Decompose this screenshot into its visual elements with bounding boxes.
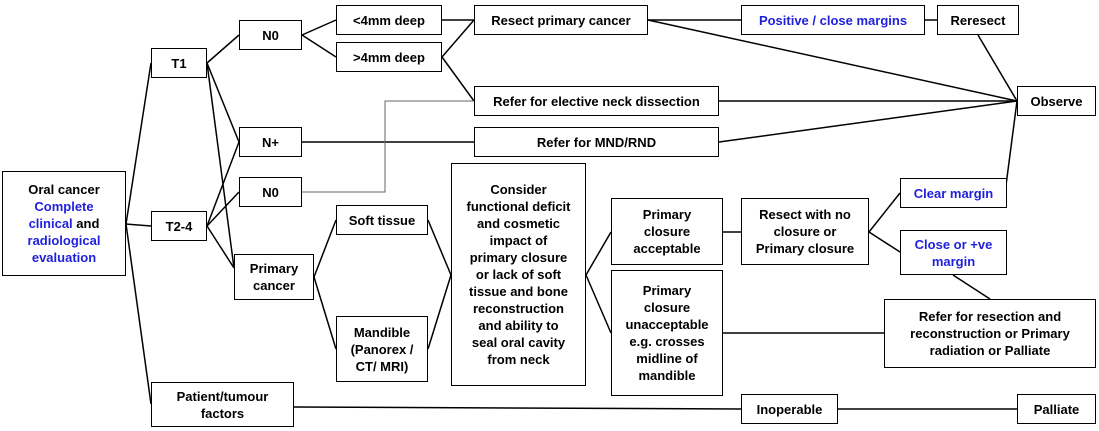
- clinical-label: clinical: [28, 216, 73, 231]
- clear-margin-node: Clear margin: [900, 178, 1007, 208]
- patient-tumour-to-inoperable-edge: [293, 406, 742, 410]
- reresect-node: Reresect: [937, 5, 1019, 35]
- primary-cancer-node: Primary cancer: [234, 254, 314, 300]
- consider-line1: Consider: [490, 182, 547, 197]
- refer-resection-node: Refer for resection and reconstruction o…: [884, 299, 1096, 368]
- refer-resection-line2: reconstruction or Primary: [910, 326, 1070, 341]
- clear-margin-to-observe-edge: [1004, 100, 1018, 194]
- consider-node: Consider functional deficit and cosmetic…: [451, 163, 586, 386]
- closure-acceptable-line2: closure: [643, 224, 691, 239]
- t2-4-node: T2-4: [151, 211, 207, 241]
- close-margin-line2: margin: [931, 253, 976, 269]
- consider-to-closure-unacceptable-edge: [585, 274, 612, 334]
- primary-cancer-to-mandible-edge: [313, 276, 337, 350]
- close-margin-to-refer-resection-edge: [952, 274, 991, 300]
- consider-line9: and ability to: [478, 318, 559, 333]
- oral-cancer-to-patient-tumour-edge: [125, 223, 152, 405]
- mandible-line1: Mandible: [353, 324, 411, 340]
- t2-4-to-n-plus-edge: [206, 141, 240, 227]
- n-plus-node: N+: [239, 127, 302, 157]
- primary-cancer-to-soft-tissue-edge: [313, 219, 337, 278]
- close-margin-node: Close or +ve margin: [900, 230, 1007, 275]
- mandible-line2: (Panorex /: [350, 341, 414, 357]
- n0-top-node: N0: [239, 20, 302, 50]
- n0-mid-node: N0: [239, 177, 302, 207]
- primary-cancer-line1: Primary: [249, 261, 299, 276]
- t2-4-to-primary-cancer-edge: [206, 225, 235, 269]
- consider-line8: reconstruction: [472, 301, 564, 316]
- resect-no-closure-node: Resect with no closure or Primary closur…: [741, 198, 869, 265]
- closure-unacceptable-line1: Primary: [642, 283, 692, 298]
- resect-primary-node: Resect primary cancer: [474, 5, 648, 35]
- t2-4-to-n0-mid-edge: [206, 191, 240, 227]
- consider-line6: or lack of soft: [475, 267, 562, 282]
- oral-cancer-to-t1-edge: [125, 62, 152, 225]
- patient-tumour-line1: Patient/tumour: [176, 388, 269, 404]
- soft-tissue-to-consider-edge: [427, 219, 452, 276]
- resect-primary-to-observe-edge: [647, 19, 1018, 102]
- refer-resection-line1: Refer for resection and: [918, 309, 1062, 324]
- consider-line10: seal oral cavity: [471, 335, 566, 350]
- closure-acceptable-line1: Primary: [642, 207, 692, 222]
- closure-acceptable-line3: acceptable: [633, 241, 701, 256]
- and-label: and: [76, 216, 100, 231]
- oral-cancer-to-t2-4-edge: [125, 223, 152, 227]
- observe-node: Observe: [1017, 86, 1096, 116]
- reresect-to-observe-edge: [977, 34, 1018, 102]
- closure-unacceptable-node: Primary closure unacceptable e.g. crosse…: [611, 270, 723, 396]
- resect-no-closure-line2: closure or: [773, 224, 837, 239]
- gt4mm-to-resect-primary-edge: [441, 19, 475, 58]
- closure-unacceptable-line6: mandible: [638, 368, 696, 383]
- palliate-node: Palliate: [1017, 394, 1096, 424]
- t1-to-n-plus-edge: [206, 62, 240, 143]
- lt-4mm-node: <4mm deep: [336, 5, 442, 35]
- oral-cancer-label: Oral cancer: [28, 182, 100, 197]
- t1-node: T1: [151, 48, 207, 78]
- inoperable-node: Inoperable: [741, 394, 838, 424]
- resect-no-closure-line3: Primary closure: [755, 241, 855, 256]
- t1-to-n0-top-edge: [206, 34, 240, 64]
- evaluation-label: evaluation: [31, 250, 97, 265]
- resect-no-closure-line1: Resect with no: [759, 207, 851, 222]
- gt-4mm-node: >4mm deep: [336, 42, 442, 72]
- consider-to-closure-acceptable-edge: [585, 231, 612, 276]
- gt4mm-to-refer-elective-edge: [441, 56, 475, 102]
- refer-mnd-rnd-node: Refer for MND/RND: [474, 127, 719, 157]
- mandible-to-consider-edge: [427, 274, 452, 350]
- closure-unacceptable-line5: midline of: [636, 351, 698, 366]
- patient-tumour-node: Patient/tumour factors: [151, 382, 294, 427]
- close-margin-line1: Close or +ve: [914, 236, 993, 252]
- n0-mid-to-refer-elective-edge: [302, 100, 474, 193]
- mandible-line3: CT/ MRI): [355, 358, 409, 374]
- primary-cancer-line2: cancer: [253, 278, 295, 293]
- closure-unacceptable-line2: closure: [643, 300, 691, 315]
- consider-line5: primary closure: [469, 250, 568, 265]
- consider-line4: impact of: [489, 233, 548, 248]
- n0-top-to-gt4mm-edge: [301, 34, 337, 58]
- resect-to-clear-margin-edge: [868, 192, 901, 233]
- closure-acceptable-node: Primary closure acceptable: [611, 198, 723, 265]
- refer-elective-neck-node: Refer for elective neck dissection: [474, 86, 719, 116]
- consider-line3: and cosmetic: [476, 216, 561, 231]
- consider-line2: functional deficit: [466, 199, 571, 214]
- soft-tissue-node: Soft tissue: [336, 205, 428, 235]
- oral-cancer-node: Oral cancer Complete clinical and radiol…: [2, 171, 126, 276]
- closure-unacceptable-line3: unacceptable: [625, 317, 709, 332]
- closure-unacceptable-line4: e.g. crosses: [629, 334, 705, 349]
- refer-mnd-to-observe-edge: [718, 100, 1018, 143]
- t1-to-primary-cancer-edge: [206, 62, 235, 269]
- complete-label: Complete: [34, 199, 94, 214]
- mandible-node: Mandible (Panorex / CT/ MRI): [336, 316, 428, 382]
- resect-to-close-margin-edge: [868, 231, 901, 253]
- patient-tumour-line2: factors: [200, 405, 245, 421]
- consider-line7: tissue and bone: [469, 284, 568, 299]
- refer-resection-line3: radiation or Palliate: [929, 343, 1051, 358]
- positive-close-margins-node: Positive / close margins: [741, 5, 925, 35]
- n0-top-to-lt4mm-edge: [301, 19, 337, 36]
- consider-line11: from neck: [487, 352, 550, 367]
- radiological-label: radiological: [27, 233, 101, 248]
